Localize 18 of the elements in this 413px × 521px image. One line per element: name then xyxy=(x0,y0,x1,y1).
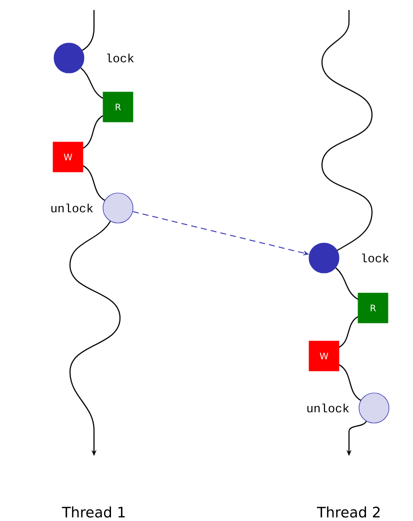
thread-line xyxy=(335,267,358,300)
thread-line xyxy=(82,115,104,149)
square-node: R xyxy=(102,92,134,122)
node-label: lock xyxy=(107,54,134,62)
thread-label: Thread 1 xyxy=(62,506,125,518)
thread-line xyxy=(321,10,373,251)
thread-line xyxy=(82,10,95,51)
node-label: unlock xyxy=(51,204,93,212)
thread-line xyxy=(82,165,106,201)
node-label: unlock xyxy=(307,404,349,412)
thread-line xyxy=(338,364,362,401)
square-node: W xyxy=(308,340,340,372)
square-node: W xyxy=(52,142,84,172)
thread-label: Thread 2 xyxy=(316,506,380,518)
square-node: R xyxy=(358,292,388,324)
node-label: lock xyxy=(362,254,389,262)
thread-line xyxy=(338,316,358,348)
thread-line xyxy=(80,67,104,99)
